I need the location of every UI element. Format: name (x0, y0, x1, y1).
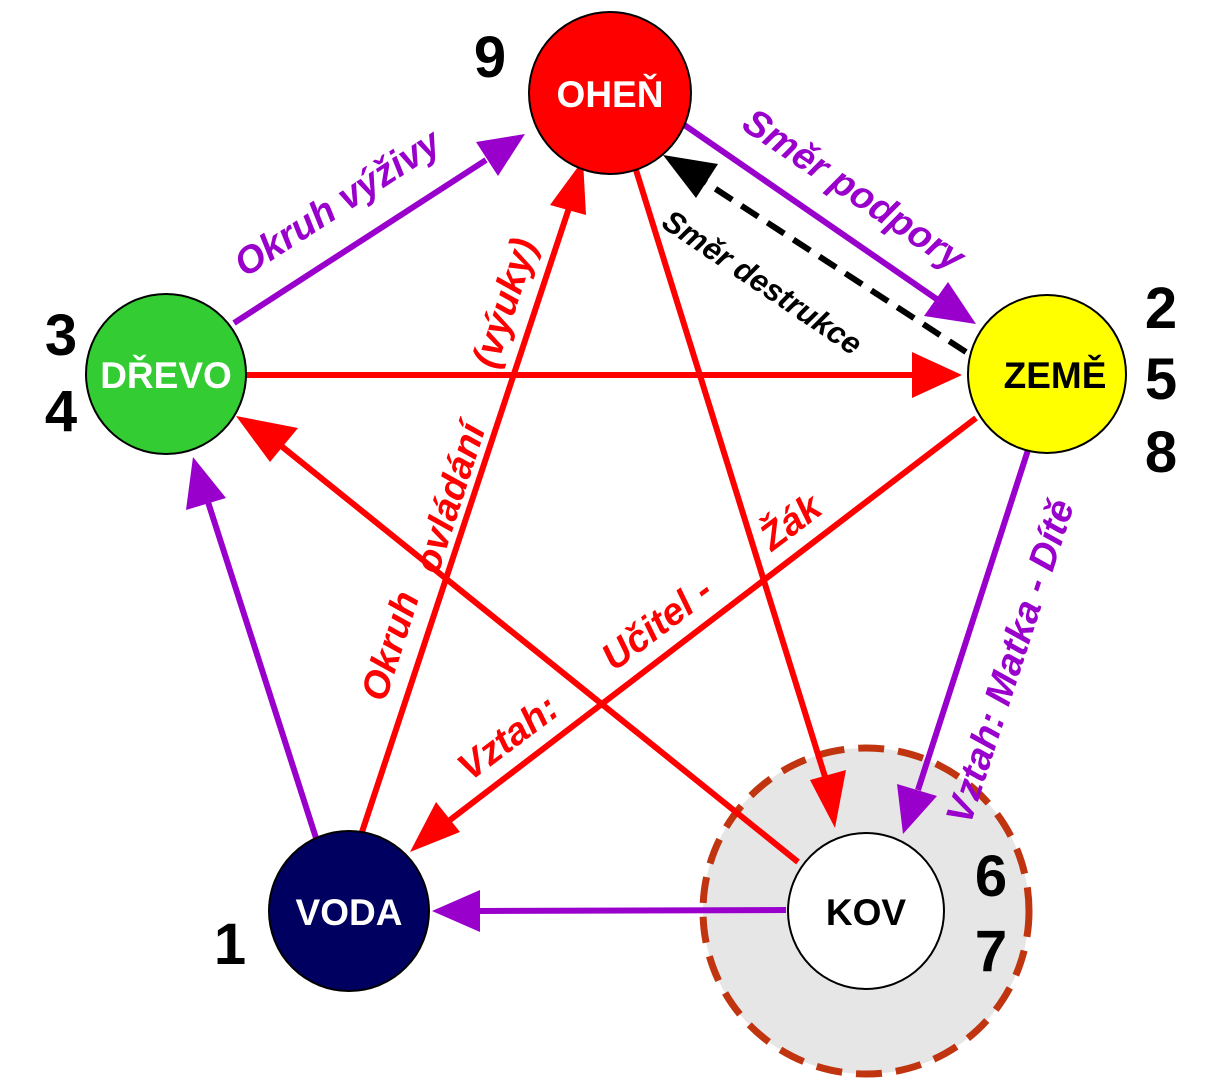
arrowhead-voda-purple (432, 890, 480, 932)
number-kov-6: 6 (975, 844, 1007, 909)
arrowhead-kov-red (810, 770, 846, 828)
arrow-drevo-to-ohen (232, 157, 488, 326)
node-voda: VODA (268, 830, 430, 992)
arrowhead-drevo-red (236, 416, 298, 462)
arrow-destruction-zeme-to-ohen (703, 179, 968, 355)
number-ohen-9: 9 (474, 25, 506, 90)
number-zeme-2: 2 (1145, 276, 1177, 341)
arrow-kov-to-drevo (278, 442, 800, 865)
number-drevo-3: 3 (45, 303, 77, 368)
label-control-cycle-1: Okruh (354, 586, 429, 705)
node-drevo: DŘEVO (85, 293, 247, 455)
arrowhead-kov-purple (897, 784, 937, 834)
node-voda-label: VODA (296, 892, 403, 933)
node-kov: KOV (787, 832, 945, 990)
node-ohen: OHEŇ (528, 11, 692, 175)
arrow-ohen-to-zeme (678, 119, 940, 303)
number-zeme-5: 5 (1145, 347, 1177, 412)
arrow-voda-to-drevo (205, 501, 319, 839)
label-support-direction: Směr podpory (735, 101, 974, 281)
arrow-kov-to-voda (477, 907, 787, 914)
arrowhead-destruction (663, 155, 718, 198)
arrowhead-voda-red (410, 802, 460, 852)
node-zeme-label: ZEMĚ (1004, 354, 1107, 396)
arrow-zeme-to-kov (915, 449, 1031, 791)
label-control-cycle-3: (výuky) (465, 233, 546, 373)
node-ohen-label: OHEŇ (557, 73, 664, 115)
arrowhead-ohen (550, 160, 586, 215)
node-drevo-label: DŘEVO (100, 354, 232, 396)
node-zeme: ZEMĚ (967, 294, 1127, 454)
number-voda-1: 1 (214, 912, 246, 977)
label-control-cycle-2: ovládání (407, 414, 496, 578)
node-kov-label: KOV (826, 892, 907, 933)
control-cycle-arrows (236, 160, 978, 865)
arrowhead-ohen-purple (476, 134, 525, 176)
arrow-zeme-to-voda (448, 415, 978, 823)
label-teacher-student-3: Žák (750, 484, 831, 560)
number-kov-7: 7 (975, 919, 1007, 984)
arrowhead-drevo-purple (186, 457, 226, 510)
arrowhead-zeme (912, 352, 962, 398)
arrow-voda-to-ohen (359, 204, 573, 833)
support-cycle-arrows (186, 119, 1031, 932)
arrow-ohen-to-kov (633, 169, 829, 781)
number-drevo-4: 4 (45, 379, 77, 444)
number-zeme-8: 8 (1145, 420, 1177, 485)
arrowhead-zeme-purple (924, 282, 976, 324)
